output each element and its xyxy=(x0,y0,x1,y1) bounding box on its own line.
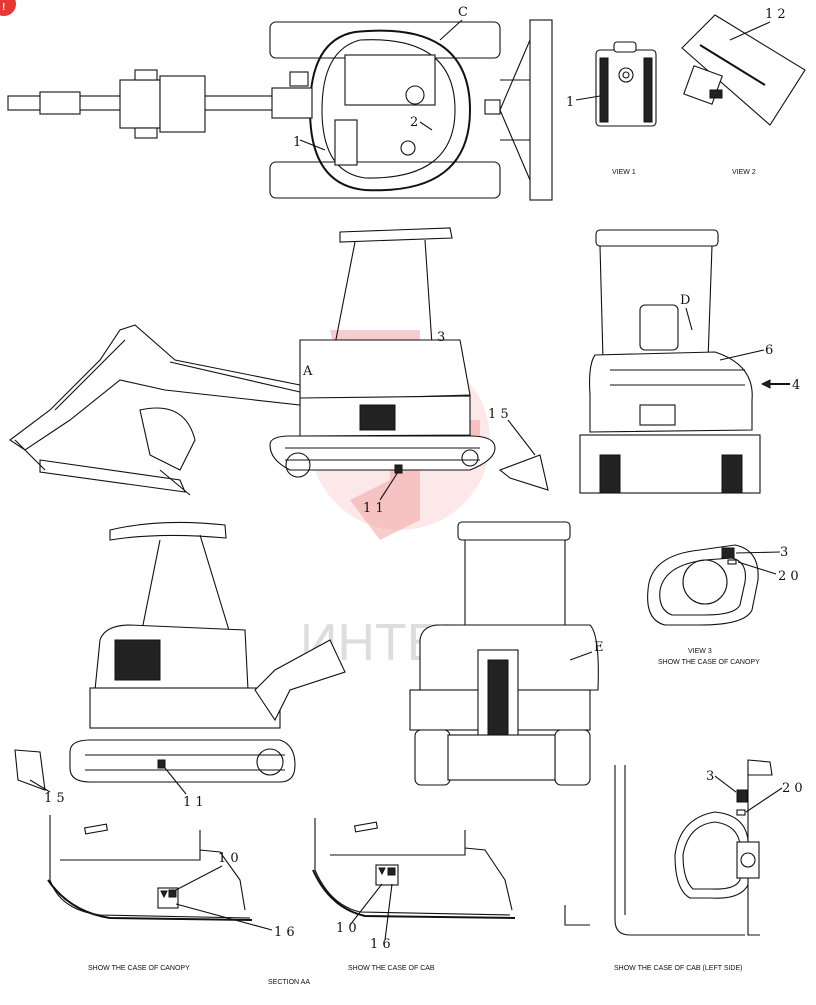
callout-10-canopy: 1 0 xyxy=(218,851,239,866)
view3-subcaption: SHOW THE CASE OF CANOPY xyxy=(658,659,760,666)
callout-4: 4 xyxy=(792,378,800,393)
corner-badge: ! xyxy=(0,0,16,16)
callout-2: 2 xyxy=(410,115,418,130)
cab-case-caption: SHOW THE CASE OF CAB xyxy=(348,965,435,972)
callout-e: E xyxy=(594,640,604,655)
callout-1-top: 1 xyxy=(293,135,301,150)
view2-caption: VIEW 2 xyxy=(732,169,756,176)
cab-left-side xyxy=(564,759,773,936)
callout-6: 6 xyxy=(765,343,773,358)
callout-10-cab: 1 0 xyxy=(336,921,357,936)
callout-15-side: 1 5 xyxy=(488,407,509,422)
callout-3-view3: 3 xyxy=(780,545,788,560)
view3-caption: VIEW 3 xyxy=(688,648,712,655)
section-caption: SECTION AA xyxy=(268,979,310,986)
callout-16-cab: 1 6 xyxy=(370,937,391,952)
view1-decal xyxy=(595,41,657,127)
callout-12: 1 2 xyxy=(765,7,786,22)
callout-15-left: 1 5 xyxy=(44,791,65,806)
callout-d: D xyxy=(680,293,690,308)
svg-text:!: ! xyxy=(2,2,5,13)
callout-16-canopy: 1 6 xyxy=(274,925,295,940)
cab-left-caption: SHOW THE CASE OF CAB (LEFT SIDE) xyxy=(614,965,742,972)
view2-decal xyxy=(681,14,806,126)
callout-20-view3: 2 0 xyxy=(778,569,799,584)
side-view-left xyxy=(14,521,346,791)
side-view-right xyxy=(9,227,549,496)
callout-11-left: 1 1 xyxy=(183,795,204,810)
view1-caption: VIEW 1 xyxy=(612,169,636,176)
callout-11-side: 1 1 xyxy=(363,501,384,516)
callout-c: C xyxy=(458,5,468,20)
front-view xyxy=(409,521,599,786)
callout-3-cab: 3 xyxy=(706,769,714,784)
section-canopy xyxy=(47,815,253,921)
rear-view-cab xyxy=(579,229,761,494)
callout-1-view1: 1 xyxy=(566,95,574,110)
callout-a: A xyxy=(302,364,313,379)
section-cab xyxy=(312,818,516,919)
callout-3-side: 3 xyxy=(437,330,445,345)
top-view-machine xyxy=(7,19,553,201)
canopy-case-caption: SHOW THE CASE OF CANOPY xyxy=(88,965,190,972)
view3-panel xyxy=(647,544,759,626)
callout-20-cab: 2 0 xyxy=(782,781,803,796)
